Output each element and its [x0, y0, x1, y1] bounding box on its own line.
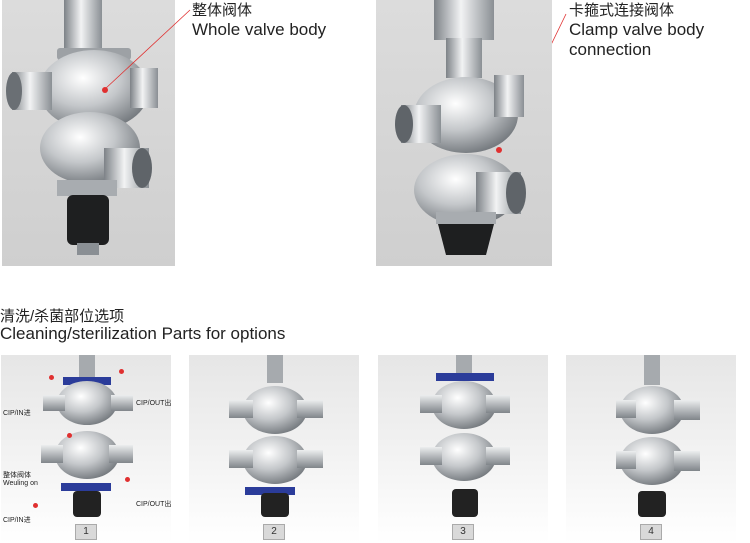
clamp-valve-caption-cn: 卡箍式连接阀体: [569, 2, 675, 19]
option-1-panel: CIP/IN进 CIP/OUT出 整体阀体 Weuling on CIP/OUT…: [1, 355, 171, 543]
cip-out-bottom-label: CIP/OUT出: [136, 501, 171, 508]
marker-dot: [49, 375, 54, 380]
cip-in-bottom-label: CIP/IN进: [3, 517, 31, 524]
clamp-valve-caption-en-2: connection: [569, 40, 652, 59]
marker-dot: [67, 433, 72, 438]
option-3-valve: [420, 355, 510, 517]
option-2-valve: [229, 355, 323, 517]
marker-dot: [33, 503, 38, 508]
whole-valve-photo: [2, 0, 175, 266]
whole-valve-caption-cn: 整体阀体: [192, 2, 253, 19]
clamp-valve-photo: [376, 0, 552, 266]
option-4-valve: [616, 355, 700, 517]
option-1-valve: [41, 355, 133, 517]
option-3-panel: 3: [378, 355, 548, 543]
whole-valve-caption-en: Whole valve body: [192, 20, 327, 39]
cip-in-top-label: CIP/IN进: [3, 410, 31, 417]
option-4-panel: 4: [566, 355, 736, 543]
marker-dot: [125, 477, 130, 482]
option-number: 1: [75, 524, 97, 540]
marker-dot: [496, 147, 502, 153]
clamp-valve-caption-en-1: Clamp valve body: [569, 20, 705, 39]
option-2-panel: 2: [189, 355, 359, 543]
whole-valve-illustration: [6, 0, 158, 255]
section-title-en: Cleaning/sterilization Parts for options: [0, 324, 286, 343]
weld-label-cn: 整体阀体: [3, 472, 31, 479]
clamp-valve-illustration: [395, 0, 526, 255]
option-number: 4: [640, 524, 662, 540]
option-number: 3: [452, 524, 474, 540]
section-title-cn: 清洗/杀菌部位选项: [0, 308, 125, 325]
cip-out-top-label: CIP/OUT出: [136, 400, 171, 407]
marker-dot: [102, 87, 108, 93]
marker-dot: [119, 369, 124, 374]
weld-label-en: Weuling on: [3, 480, 38, 487]
option-number: 2: [263, 524, 285, 540]
